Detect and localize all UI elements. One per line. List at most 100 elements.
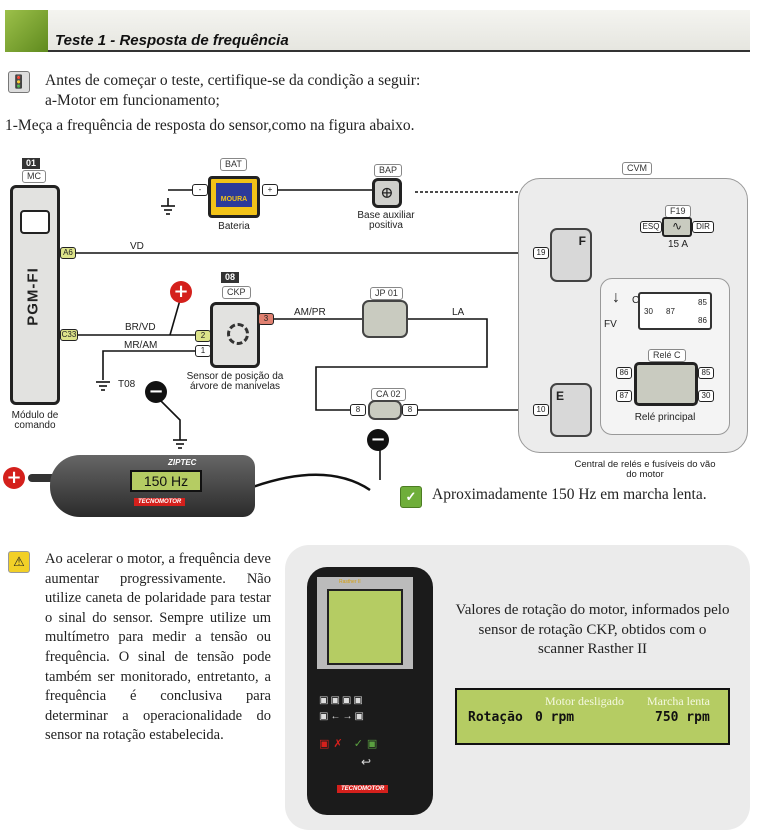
ckp-pin1: 1 xyxy=(195,345,211,357)
relay-code: Relé C xyxy=(648,349,686,362)
scanner-brand: Rasther II xyxy=(339,579,361,585)
ca02-connector xyxy=(368,400,402,420)
meter-maker: TECNOMOTOR xyxy=(134,498,186,506)
scanner-confirm-keys[interactable]: ▣✗ ✓▣ xyxy=(319,738,382,750)
relay-pinout: 30 87 85 86 xyxy=(638,292,712,330)
scanner-screen-frame: Rasther II xyxy=(317,577,413,669)
sensor-icon xyxy=(227,323,249,345)
meter-reading: 150 Hz xyxy=(130,470,202,492)
fuse-right: DIR xyxy=(692,221,714,233)
relay-c: C xyxy=(632,295,640,306)
wire-label-vd: VD xyxy=(130,241,144,252)
fuse-icon: ∿ xyxy=(662,217,692,237)
warning-icon: ⚠ xyxy=(8,551,30,573)
lcd-param: Rotação xyxy=(468,710,523,725)
battery-brand: MOURA xyxy=(216,183,252,207)
cvm-code: CVM xyxy=(622,162,652,175)
bat-code: BAT xyxy=(220,158,247,171)
block-e-label: E xyxy=(556,389,565,403)
mc-code: MC xyxy=(22,170,46,183)
relay-caption: Relé principal xyxy=(634,412,696,423)
wire-la xyxy=(315,318,488,411)
bap-code: BAP xyxy=(374,164,403,177)
lcd-label-off: Motor desligado xyxy=(545,694,624,708)
ckp-sensor xyxy=(210,302,260,368)
pinout-86: 86 xyxy=(698,316,707,325)
bat-caption: Bateria xyxy=(218,221,250,232)
bat-neg: - xyxy=(192,184,208,196)
pin-a6: A6 xyxy=(60,247,76,259)
cvm-block-f: F xyxy=(550,228,592,282)
mc-number: 01 xyxy=(22,158,41,169)
scanner-keys[interactable]: ▣▣▣▣ xyxy=(319,695,365,706)
relay-pin-30: 30 xyxy=(698,390,714,402)
header-accent xyxy=(5,10,48,52)
warning-text: Ao acelerar o motor, a frequência deve a… xyxy=(45,551,271,744)
pinout-87: 87 xyxy=(666,307,675,316)
pin-19: 19 xyxy=(533,247,549,259)
scanner-lcd: Motor desligado Marcha lenta Rotação 0 r… xyxy=(455,688,730,745)
ca02-pin-right: 8 xyxy=(402,404,418,416)
pinout-30: 30 xyxy=(644,307,653,316)
lcd-label-idle: Marcha lenta xyxy=(647,694,710,708)
ckp-code: CKP xyxy=(222,286,251,299)
pin-10: 10 xyxy=(533,404,549,416)
pinout-85: 85 xyxy=(698,298,707,307)
chip-icon xyxy=(20,210,50,234)
engine-running-icon: 🚦 xyxy=(8,71,30,93)
battery: MOURA xyxy=(208,176,260,218)
ckp-caption: Sensor de posição da árvore de manivelas xyxy=(186,371,284,392)
ca02-pin-left: 8 xyxy=(350,404,366,416)
fuse-rating: 15 A xyxy=(668,239,689,250)
probe-negative-icon: − xyxy=(145,381,167,403)
step1-text: 1-Meça a frequência de resposta do senso… xyxy=(5,117,415,134)
fuse-left: ESQ xyxy=(640,221,662,233)
lcd-value-idle: 750 rpm xyxy=(655,710,710,725)
block-f-label: F xyxy=(578,234,586,248)
relay xyxy=(634,362,698,406)
mc-caption: Módulo de comando xyxy=(11,410,59,431)
wire-mram xyxy=(102,350,195,380)
scanner-device: Rasther II ▣▣▣▣ ▣←→▣ ▣✗ ✓▣ ↩ TECNOMOTOR xyxy=(307,567,433,815)
return-icon[interactable]: ↩ xyxy=(361,755,372,769)
ckp-pin2: 2 xyxy=(195,330,211,342)
header-band xyxy=(48,10,750,52)
relay-pin-86: 86 xyxy=(616,367,632,379)
relay-pin-87: 87 xyxy=(616,390,632,402)
bat-pos: + xyxy=(262,184,278,196)
scanner-maker: TECNOMOTOR xyxy=(337,785,389,793)
scanner-arrow-keys[interactable]: ▣←→▣ xyxy=(319,711,366,722)
pin-c33: C33 xyxy=(60,329,78,341)
relay-fv: FV xyxy=(604,319,617,330)
ecu-name: PGM-FI xyxy=(24,267,42,326)
jp01-code: JP 01 xyxy=(370,287,403,300)
ckp-pin3: 3 xyxy=(258,313,274,325)
bap-positive-icon: ⊕ xyxy=(372,178,402,208)
wire-label-brvd: BR/VD xyxy=(125,322,156,333)
scanner-screen xyxy=(327,589,403,665)
ecu-module: PGM-FI xyxy=(10,185,60,405)
probe-negative-icon: − xyxy=(367,429,389,451)
wire-label-la: LA xyxy=(452,307,465,318)
probe-positive-icon: + xyxy=(3,467,25,489)
probe-positive-icon: + xyxy=(170,281,192,303)
intro-line1: Antes de começar o teste, certifique-se … xyxy=(45,72,421,89)
relay-pin-85: 85 xyxy=(698,367,714,379)
result-text: Aproximadamente 150 Hz em marcha lenta. xyxy=(432,486,707,503)
intro-line2: a-Motor em funcionamento; xyxy=(45,92,220,109)
page-title: Teste 1 - Resposta de frequência xyxy=(55,32,289,49)
meter-brand: ZIPTEC xyxy=(168,458,197,467)
scanner-caption: Valores de rotação do motor, informados … xyxy=(455,602,730,657)
wire-label-ampr: AM/PR xyxy=(294,307,326,318)
jp01-connector xyxy=(362,300,408,338)
arrow-down-icon: ↓ xyxy=(612,289,620,306)
cvm-caption: Central de relés e fusíveis do vão do mo… xyxy=(574,459,716,480)
cvm-block-e: E xyxy=(550,383,592,437)
ckp-number: 08 xyxy=(221,272,240,283)
wire-label-mram: MR/AM xyxy=(124,340,158,351)
lcd-value-off: 0 rpm xyxy=(535,710,575,725)
bap-caption: Base auxiliar positiva xyxy=(357,210,415,231)
check-icon: ✓ xyxy=(400,486,422,508)
ground-label-t08: T08 xyxy=(118,379,136,390)
probe-tip xyxy=(28,474,58,482)
